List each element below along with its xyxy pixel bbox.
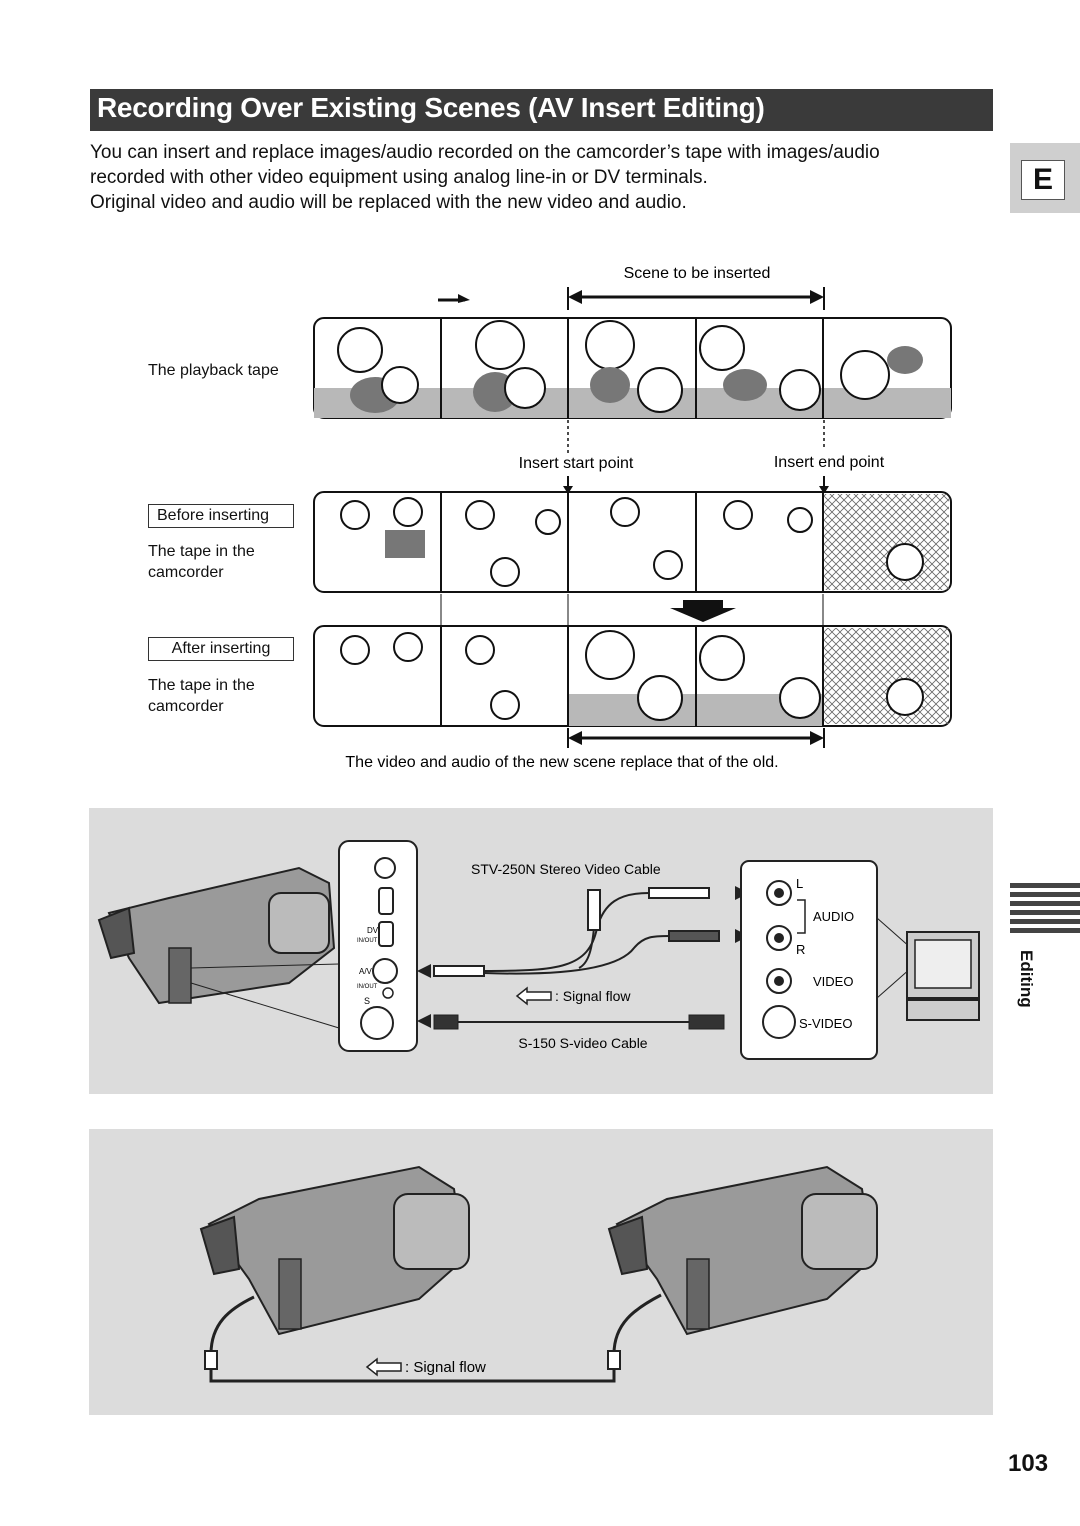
mic-jack-icon	[374, 857, 396, 879]
dv-port-label: DV	[367, 926, 379, 935]
video-label: VIDEO	[813, 974, 853, 989]
insert-start-label: Insert start point	[519, 455, 634, 472]
camcorder-right-icon	[607, 1165, 878, 1336]
dv-cable	[204, 1293, 662, 1383]
dv-port-icon	[378, 921, 394, 947]
s-port-label: S	[364, 996, 370, 1006]
svideo-label: S-VIDEO	[799, 1016, 852, 1031]
title-bar	[90, 89, 993, 131]
player-frame-3	[610, 497, 683, 580]
intro-line-3: Original video and audio will be replace…	[90, 192, 687, 213]
before-tape-strip	[313, 491, 952, 593]
player-frame-2	[465, 500, 561, 587]
tape-camcorder-label-1b: camcorder	[148, 564, 224, 581]
replace-down-arrow	[670, 600, 736, 622]
scene-to-be-inserted-label: Scene to be inserted	[624, 265, 771, 282]
insert-end-arrow	[819, 476, 829, 494]
baby-frame-3	[585, 320, 683, 413]
jack-r-label: R	[796, 942, 805, 957]
audio-label: AUDIO	[813, 909, 854, 924]
svideo-cable	[433, 1014, 725, 1030]
playback-tape-strip	[313, 317, 952, 419]
scene-range-arrow	[567, 287, 825, 310]
before-inserting-label: Before inserting	[148, 504, 294, 528]
baby-frame-2	[473, 320, 546, 412]
intro-text: You can insert and replace images/audio …	[90, 140, 995, 215]
baby-frame-4	[699, 325, 821, 411]
av-jack-icon	[372, 958, 398, 984]
after-baby-frame-3	[585, 630, 683, 721]
tape-camcorder-label-1a: The tape in the	[148, 543, 255, 560]
stereo-cable	[433, 887, 720, 977]
baby-frame-5	[840, 346, 923, 400]
after-baby-frame-4	[699, 635, 821, 719]
page-title: Recording Over Existing Scenes (AV Inser…	[97, 92, 765, 123]
camcorder-icon	[97, 866, 336, 1005]
intro-line-2: recorded with other video equipment usin…	[90, 167, 708, 188]
signal-flow-arrow-icon	[515, 986, 552, 1006]
tape-camcorder-label-2a: The tape in the	[148, 677, 255, 694]
camcorder-left-icon	[199, 1165, 470, 1336]
playback-tape-label: The playback tape	[148, 362, 279, 379]
goal-frame-5	[886, 543, 924, 581]
section-tab-label: Editing	[1017, 950, 1036, 1008]
insert-start-arrow	[563, 476, 573, 494]
terminal-panel	[338, 840, 418, 1052]
signal-flow-label-1: : Signal flow	[555, 988, 631, 1004]
usb-port-icon	[378, 887, 394, 915]
replace-note: The video and audio of the new scene rep…	[345, 754, 778, 771]
after-goal-frame-5	[886, 678, 924, 716]
svideo-jack-icon	[360, 1006, 394, 1040]
signal-flow-arrow-icon-2	[365, 1357, 402, 1377]
page-number: 103	[1008, 1450, 1049, 1477]
after-player-frame-1	[340, 632, 423, 665]
section-stripes	[1010, 883, 1080, 937]
player-frame-4	[723, 500, 813, 533]
insert-end-label: Insert end point	[774, 454, 885, 471]
svideo-cable-label: S-150 S-video Cable	[518, 1035, 647, 1051]
signal-flow-label-2: : Signal flow	[405, 1359, 486, 1376]
tape-camcorder-label-2b: camcorder	[148, 698, 224, 715]
insert-diagram: Scene to be inserted Insert start point …	[313, 265, 952, 771]
dv-connection-diagram: : Signal flow	[199, 1165, 878, 1383]
after-tape-strip	[313, 625, 952, 727]
player-frame-1	[340, 497, 425, 558]
stereo-cable-label: STV-250N Stereo Video Cable	[471, 861, 661, 877]
av-port-label: A/V	[359, 967, 373, 976]
play-direction-icon	[438, 294, 470, 303]
av-port-sublabel: IN/OUT	[357, 984, 378, 990]
replaced-range-arrow	[567, 728, 825, 748]
after-inserting-label: After inserting	[148, 637, 294, 661]
dv-port-sublabel: IN/OUT	[357, 938, 378, 944]
after-player-frame-2	[465, 635, 520, 720]
analog-connection-diagram: DV IN/OUT A/V IN/OUT S STV-250N Stereo V…	[97, 840, 980, 1060]
tv-icon	[906, 931, 980, 1021]
side-tab-letter: E	[1021, 160, 1065, 200]
jack-l-label: L	[796, 876, 803, 891]
baby-frame-1	[337, 327, 419, 413]
vcr-svideo-jack-icon	[762, 1005, 796, 1039]
intro-line-1: You can insert and replace images/audio …	[90, 142, 880, 163]
